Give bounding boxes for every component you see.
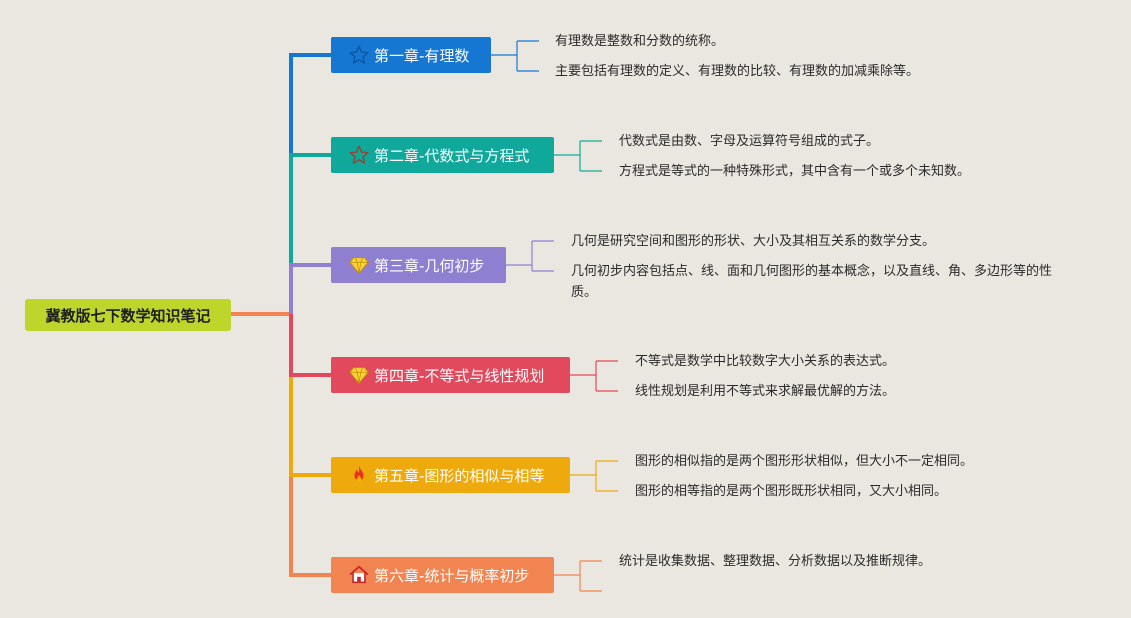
chapter-5-node[interactable]: 第五章-图形的相似与相等 [331,457,570,493]
chapter-6-note-1: 统计是收集数据、整理数据、分析数据以及推断规律。 [619,554,932,569]
chapter-3-note-1: 几何是研究空间和图形的形状、大小及其相互关系的数学分支。 [571,234,936,249]
diamond-icon [348,364,370,386]
chapter-6-label: 第六章-统计与概率初步 [374,566,530,585]
chapter-4-note-2: 线性规划是利用不等式来求解最优解的方法。 [635,384,896,399]
fire-icon [348,464,370,486]
chapter-2-note-1: 代数式是由数、字母及运算符号组成的式子。 [619,134,880,149]
chapter-1-label: 第一章-有理数 [374,46,470,65]
house-icon [348,564,370,586]
chapter-5-note-2: 图形的相等指的是两个图形既形状相同，又大小相同。 [635,484,948,499]
star-outline-icon [348,44,370,66]
chapter-2-label: 第二章-代数式与方程式 [374,146,530,165]
chapter-3-note-2: 几何初步内容包括点、线、面和几何图形的基本概念，以及直线、角、多边形等的性质。 [571,264,1053,300]
diamond-icon [348,254,370,276]
chapter-5-note-1: 图形的相似指的是两个图形形状相似，但大小不一定相同。 [635,454,974,469]
root-topic-label: 冀教版七下数学知识笔记 [45,306,211,325]
star-outline-icon [348,144,370,166]
chapter-4-node[interactable]: 第四章-不等式与线性规划 [331,357,570,393]
chapter-6-node[interactable]: 第六章-统计与概率初步 [331,557,554,593]
root-topic[interactable]: 冀教版七下数学知识笔记 [25,299,231,331]
chapter-2-node[interactable]: 第二章-代数式与方程式 [331,137,554,173]
chapter-3-node[interactable]: 第三章-几何初步 [331,247,506,283]
chapter-4-label: 第四章-不等式与线性规划 [374,366,545,385]
chapter-1-node[interactable]: 第一章-有理数 [331,37,491,73]
chapter-5-label: 第五章-图形的相似与相等 [374,466,545,485]
chapter-3-label: 第三章-几何初步 [374,256,485,275]
chapter-1-note-1: 有理数是整数和分数的统称。 [555,34,725,49]
chapter-1-note-2: 主要包括有理数的定义、有理数的比较、有理数的加减乘除等。 [555,64,920,79]
chapter-2-note-2: 方程式是等式的一种特殊形式，其中含有一个或多个未知数。 [619,164,971,179]
chapter-4-note-1: 不等式是数学中比较数字大小关系的表达式。 [635,354,896,369]
